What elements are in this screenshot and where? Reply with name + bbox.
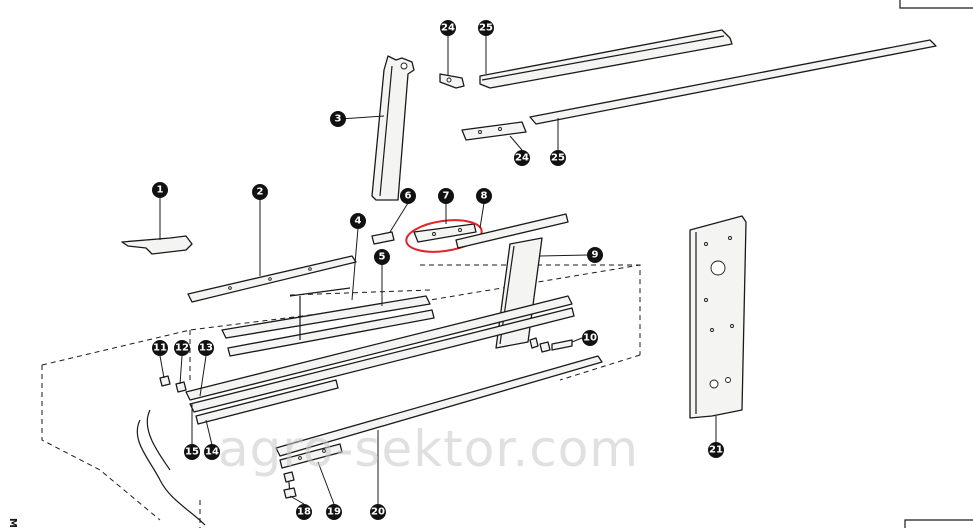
callout-5: 5 — [374, 249, 390, 265]
long-rail-assembly — [185, 295, 575, 425]
svg-text:1: 1 — [157, 185, 164, 196]
svg-text:6: 6 — [405, 191, 412, 202]
callout-4: 4 — [350, 213, 366, 229]
part-2-strip — [187, 255, 357, 303]
svg-text:7: 7 — [443, 191, 450, 202]
callout-8: 8 — [476, 188, 492, 204]
callout-22: 24 — [440, 20, 456, 36]
svg-text:8: 8 — [481, 191, 488, 202]
callout-25: 25 — [550, 150, 566, 166]
part-11-12-fittings — [159, 375, 187, 393]
svg-text:24: 24 — [515, 153, 529, 164]
part-23-angle-bar — [479, 29, 733, 89]
callout-2: 2 — [252, 184, 268, 200]
callout-15: 15 — [184, 444, 200, 460]
part-1-bracket — [121, 235, 193, 255]
part-25-flat-strip — [529, 39, 937, 125]
svg-text:13: 13 — [199, 343, 213, 354]
callout-18: 18 — [296, 504, 312, 520]
callout-10: 10 — [582, 330, 598, 346]
svg-text:21: 21 — [709, 445, 723, 456]
watermark: agro-sektor.com — [218, 420, 639, 478]
svg-text:11: 11 — [153, 343, 167, 354]
part-6-pad — [371, 231, 395, 245]
part-18-screw — [283, 471, 297, 499]
part-4-5-rails — [221, 287, 435, 357]
callout-20: 20 — [370, 504, 386, 520]
part-3-upright — [371, 55, 415, 201]
callout-12: 12 — [174, 340, 190, 356]
part-24-short-plate — [461, 121, 527, 141]
callout-3: 3 — [330, 111, 346, 127]
part-22-bracket — [439, 73, 465, 89]
highlight-part-7 — [405, 219, 483, 253]
callouts: 24 25 3 1 2 4 5 6 7 8 9 10 24 25 11 12 1… — [152, 20, 724, 520]
callout-24: 24 — [514, 150, 530, 166]
callout-9: 9 — [587, 247, 603, 263]
svg-text:25: 25 — [551, 153, 565, 164]
part-8-strip — [455, 213, 569, 249]
part-21-side-plate — [689, 215, 747, 419]
part-20-strip — [275, 355, 603, 457]
callout-11: 11 — [152, 340, 168, 356]
svg-text:14: 14 — [205, 447, 219, 458]
callout-7: 7 — [438, 188, 454, 204]
svg-text:2: 2 — [257, 187, 264, 198]
svg-text:15: 15 — [185, 447, 199, 458]
svg-text:25: 25 — [479, 23, 493, 34]
part-10-bolt — [529, 337, 573, 353]
svg-text:24: 24 — [441, 23, 455, 34]
callout-21: 21 — [708, 442, 724, 458]
svg-text:4: 4 — [355, 216, 362, 227]
svg-text:18: 18 — [297, 507, 311, 518]
callout-14: 14 — [204, 444, 220, 460]
part-7-plate — [405, 219, 483, 253]
svg-text:3: 3 — [335, 114, 342, 125]
callout-1: 1 — [152, 182, 168, 198]
svg-text:19: 19 — [327, 507, 341, 518]
frame-corner — [899, 0, 973, 9]
callout-6: 6 — [400, 188, 416, 204]
callout-13: 13 — [198, 340, 214, 356]
leader-lines — [159, 36, 717, 505]
svg-text:9: 9 — [592, 250, 599, 261]
svg-text:10: 10 — [583, 333, 597, 344]
corner-label: Mar — [7, 518, 18, 528]
callout-19: 19 — [326, 504, 342, 520]
callout-23: 25 — [478, 20, 494, 36]
frame-corner-bottom — [904, 519, 973, 528]
svg-text:12: 12 — [175, 343, 189, 354]
svg-text:20: 20 — [371, 507, 385, 518]
part-19-plate — [279, 443, 343, 469]
svg-text:5: 5 — [379, 252, 386, 263]
